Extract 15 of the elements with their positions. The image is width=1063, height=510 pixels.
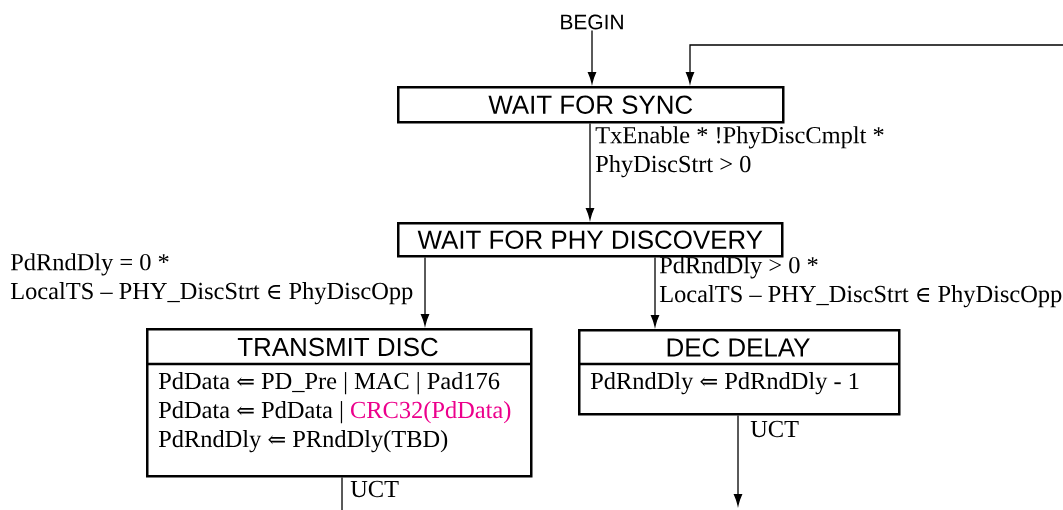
edge-label: TxEnable * !PhyDiscCmplt * PhyDiscStrt > 0 [595, 126, 884, 178]
arrow [733, 414, 743, 506]
edge-label: PdRndDly > 0 * LocalTS – PHY_DiscStrt ∈ PhyDiscOpp [659, 256, 1062, 308]
edge-label: UCT [350, 480, 399, 498]
arrow [587, 29, 597, 84]
arrow [685, 44, 1063, 84]
arrow [585, 122, 595, 220]
state-box: WAIT FOR PHY DISCOVERY [397, 222, 784, 258]
state-box: TRANSMIT DISC PdData ⇐ PD_Pre | MAC | Pad176 PdData ⇐ PdData | CRC32(PdData) PdRndDly ⇐ PRndDly(TBD) [146, 328, 533, 478]
arrow [650, 256, 660, 327]
edge-label: UCT [750, 420, 799, 438]
arrow [420, 256, 430, 326]
start-label: BEGIN [561, 14, 623, 30]
state-box: WAIT FOR SYNC [397, 86, 785, 124]
state-box: DEC DELAY PdRndDly ⇐ PdRndDly - 1 [578, 329, 901, 416]
